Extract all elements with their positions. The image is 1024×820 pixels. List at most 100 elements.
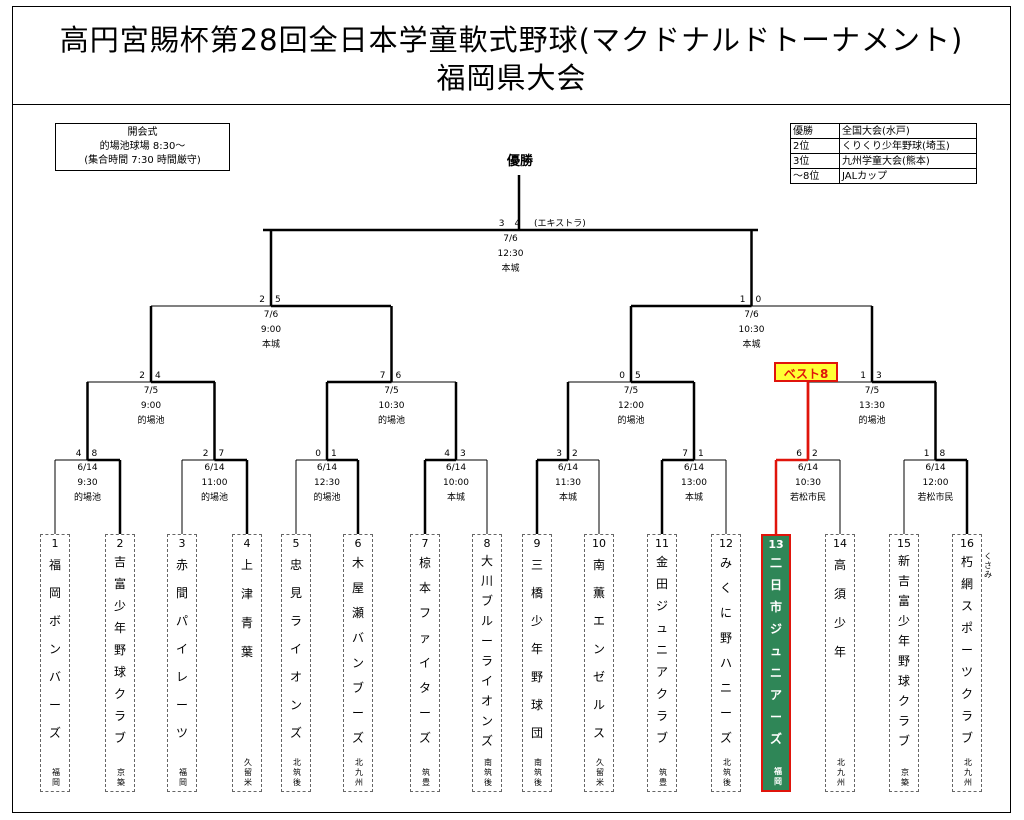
- match-time: 13:30: [859, 401, 885, 411]
- team-region: 北九州: [964, 758, 972, 787]
- team-region: 久留米: [244, 758, 252, 787]
- team-number: 1: [51, 537, 59, 550]
- team-region-wrap: 北九州: [344, 758, 374, 788]
- team-region-wrap: 北筑後: [712, 758, 742, 788]
- match-date: 6/14: [77, 463, 98, 473]
- team-name: 朽網スポーツクラブ: [960, 555, 973, 745]
- team-name: 南薫エンゼルス: [592, 558, 605, 740]
- team-region: 福岡: [179, 768, 187, 787]
- match-date: 6/14: [797, 463, 819, 473]
- score-left: 3: [498, 219, 505, 229]
- score-right: 2: [572, 449, 578, 459]
- ceremony-heading: 開会式: [127, 127, 158, 138]
- match-time: 10:30: [378, 401, 405, 411]
- team-region-wrap: 筑豊: [648, 768, 678, 788]
- match-date: 6/14: [683, 463, 705, 473]
- score-left: 4: [75, 449, 82, 459]
- match-time: 10:30: [795, 478, 821, 488]
- match-venue: 若松市民: [917, 493, 954, 503]
- team-name: 新吉富少年野球クラブ: [897, 554, 910, 748]
- score-left: 0: [315, 449, 321, 459]
- team-name: 忠見ライオンズ: [289, 558, 302, 740]
- match-venue: 的場池: [313, 493, 341, 503]
- match-time: 10:00: [443, 478, 469, 488]
- team-name: 大川ブルーライオンズ: [480, 554, 493, 748]
- team-region-wrap: 久留米: [233, 758, 263, 788]
- team-region: 北九州: [355, 758, 363, 787]
- score-left: 1: [923, 449, 930, 459]
- score-right: 5: [635, 371, 641, 381]
- match-time: 12:00: [922, 478, 949, 488]
- match-time: 13:00: [681, 478, 707, 488]
- match-date: 7/5: [384, 386, 399, 396]
- team-number: 14: [833, 537, 847, 550]
- match-info: 7/5 12:00 的場池: [601, 384, 661, 429]
- match-date: 6/14: [316, 463, 338, 473]
- match-venue: 本城: [501, 264, 520, 274]
- prize-table: 優勝全国大会(水戸) 2位くりくり少年野球(埼玉) 3位九州学童大会(熊本) ～…: [790, 123, 977, 184]
- match-time: 12:30: [314, 478, 340, 488]
- team-region-wrap: 南筑後: [473, 758, 503, 788]
- score-left: 2: [139, 371, 145, 381]
- final-note: (エキストラ): [534, 219, 586, 229]
- team-number: 15: [897, 537, 911, 550]
- team-region: 京築: [117, 768, 125, 787]
- team-region-wrap: 福岡: [763, 767, 793, 787]
- match-time: 9:00: [260, 325, 282, 335]
- score-right: 3: [876, 371, 882, 381]
- team-number: 2: [116, 537, 124, 550]
- team-name: 三橋少年野球団: [530, 558, 543, 740]
- match-venue: 的場池: [137, 416, 165, 426]
- score-left: 1: [860, 371, 866, 381]
- team-region-wrap: 福岡: [41, 768, 71, 788]
- match-venue: 本城: [558, 493, 577, 503]
- team-name: 金田ジュニアクラブ: [655, 555, 668, 745]
- team-region: 北九州: [837, 758, 845, 787]
- score-left: 6: [796, 449, 802, 459]
- team-region-wrap: 福岡: [168, 768, 198, 788]
- team-entry: 11 金田ジュニアクラブ筑豊: [647, 534, 677, 792]
- team-number: 11: [655, 537, 669, 550]
- match-time: 9:30: [77, 478, 98, 488]
- team-name: 二日市ジュニアーズ: [769, 556, 782, 746]
- team-name: 木屋瀬バンブーズ: [351, 556, 364, 745]
- page-subtitle: 福岡県大会: [436, 61, 587, 95]
- score-left: 2: [259, 295, 265, 305]
- team-name: 福岡ボンバーズ: [48, 558, 61, 740]
- match-venue: 的場池: [617, 416, 645, 426]
- team-number: 7: [421, 537, 429, 550]
- team-region-wrap: 北九州: [826, 758, 856, 788]
- match-date: 7/5: [143, 386, 159, 396]
- champion-label: 優勝: [506, 154, 533, 169]
- score-right: 4: [514, 219, 521, 229]
- team-name: みくに野ハニーズ: [719, 556, 732, 745]
- match-time: 12:00: [618, 401, 644, 411]
- team-entry: 1 福岡ボンバーズ福岡: [40, 534, 70, 792]
- title-divider: [12, 104, 1011, 105]
- match-time: 9:00: [140, 401, 162, 411]
- match-venue: 若松市民: [789, 493, 826, 503]
- ceremony-note: (集合時間 7:30 時間厳守): [84, 155, 201, 166]
- team-number: 8: [483, 537, 491, 550]
- team-entry: 16 朽網スポーツクラブ北九州: [952, 534, 982, 792]
- score-right: 0: [755, 295, 762, 305]
- score-left: 2: [202, 449, 209, 459]
- score-right: 8: [91, 449, 98, 459]
- match-date: 7/5: [623, 386, 639, 396]
- team-number: 16: [960, 537, 974, 550]
- match-date: 6/14: [445, 463, 467, 473]
